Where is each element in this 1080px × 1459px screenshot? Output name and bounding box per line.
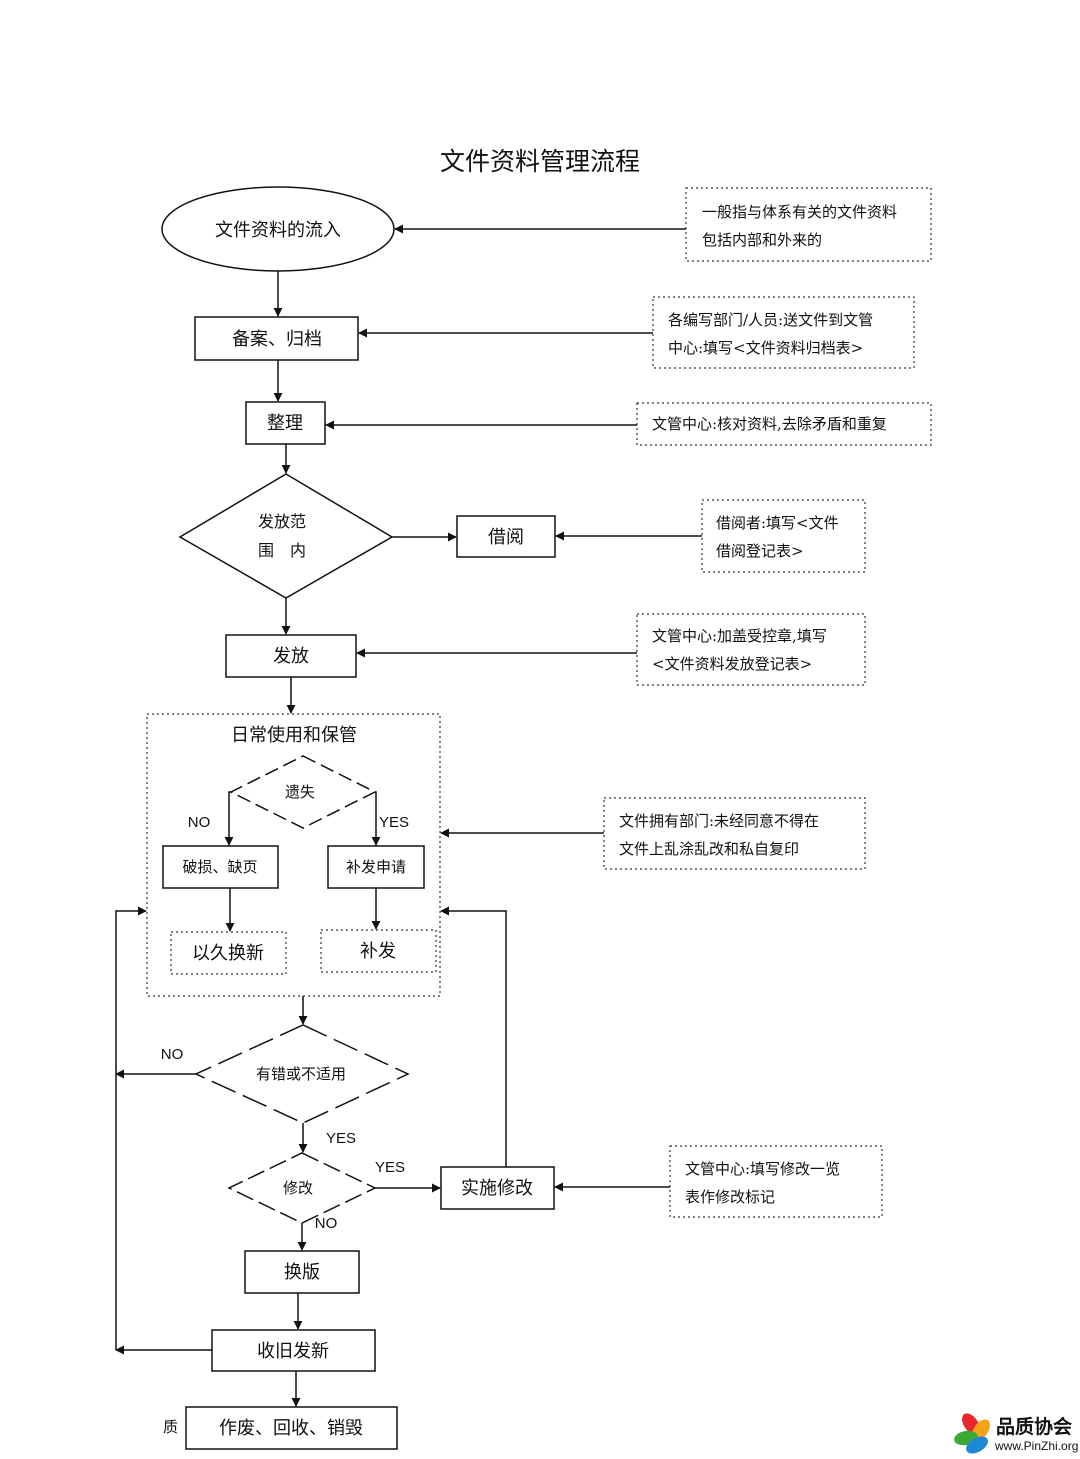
logo-url: www.PinZhi.org <box>994 1439 1078 1453</box>
note-use-line1: 文件拥有部门:未经同意不得在 <box>619 812 819 830</box>
note-archive-line1: 各编写部门/人员:送文件到文管 <box>668 311 873 329</box>
new-edition-box <box>244 1250 360 1294</box>
modify-yes-label: YES <box>375 1159 405 1176</box>
implement-modify-label: 实施修改 <box>461 1178 533 1199</box>
note-inflow-line1: 一般指与体系有关的文件资料 <box>702 203 897 221</box>
scope-diamond <box>178 473 394 599</box>
borrow-label: 借阅 <box>488 527 524 548</box>
note-inflow-line2: 包括内部和外来的 <box>702 231 822 249</box>
error-no-label: NO <box>161 1046 184 1063</box>
note-use-box <box>603 797 866 870</box>
recall-issue-box <box>211 1329 376 1372</box>
note-organize-box <box>636 402 932 446</box>
lost-no-label: NO <box>188 814 211 831</box>
lost-yes-label: YES <box>379 814 409 831</box>
error-check-label: 有错或不适用 <box>256 1065 346 1083</box>
reissue-box <box>320 929 437 973</box>
issue-label: 发放 <box>273 646 309 667</box>
note-inflow-box <box>685 187 932 262</box>
note-use-line2: 文件上乱涂乱改和私自复印 <box>619 840 799 858</box>
note-archive-box <box>652 296 915 369</box>
inflow-label: 文件资料的流入 <box>215 220 341 241</box>
lost-diamond <box>229 755 377 829</box>
logo-name: 品质协会 <box>996 1415 1072 1438</box>
replace-new-label: 以久换新 <box>192 943 264 964</box>
note-issue-line1: 文管中心:加盖受控章,填写 <box>652 627 827 645</box>
archive-label: 备案、归档 <box>232 329 322 350</box>
error-check-diamond <box>194 1024 410 1124</box>
damaged-label: 破损、缺页 <box>182 858 257 876</box>
note-borrow-box <box>701 499 866 573</box>
recall-issue-label: 收旧发新 <box>257 1341 329 1362</box>
bottom-partial-text: 质 <box>163 1418 178 1436</box>
implement-modify-box <box>440 1166 555 1210</box>
reissue-label: 补发 <box>360 941 396 962</box>
damaged-box <box>162 845 279 889</box>
note-modify-line1: 文管中心:填写修改一览 <box>685 1160 840 1178</box>
reissue-apply-box <box>327 845 425 889</box>
note-organize-text: 文管中心:核对资料,去除矛盾和重复 <box>652 415 887 433</box>
organize-box <box>245 401 326 445</box>
lost-label: 遗失 <box>285 783 315 801</box>
organize-label: 整理 <box>267 413 303 434</box>
daily-use-container <box>146 713 441 997</box>
note-modify-box <box>669 1145 883 1218</box>
note-issue-line2: <文件资料发放登记表> <box>652 655 812 673</box>
scope-label-line2: 围 内 <box>258 541 306 560</box>
reissue-apply-label: 补发申请 <box>346 858 406 876</box>
replace-new-box <box>170 931 287 975</box>
void-box <box>185 1406 398 1450</box>
new-edition-label: 换版 <box>284 1262 320 1283</box>
daily-use-label: 日常使用和保管 <box>231 725 357 746</box>
note-modify-line2: 表作修改标记 <box>685 1188 775 1206</box>
note-issue-box <box>636 613 866 686</box>
note-borrow-line1: 借阅者:填写<文件 <box>716 514 839 532</box>
borrow-box <box>456 515 556 558</box>
error-yes-label: YES <box>326 1130 356 1147</box>
archive-box <box>194 316 359 361</box>
scope-label-line1: 发放范 <box>258 512 306 531</box>
void-label: 作废、回收、销毁 <box>219 1418 363 1439</box>
note-archive-line2: 中心:填写<文件资料归档表> <box>668 339 863 357</box>
note-borrow-line2: 借阅登记表> <box>716 542 804 560</box>
logo-petal-blue <box>966 1436 988 1454</box>
modify-label: 修改 <box>283 1179 313 1197</box>
modify-no-label: NO <box>315 1215 338 1232</box>
connectors <box>115 224 702 1407</box>
pinzhi-logo: 品质协会 www.PinZhi.org <box>954 1413 1078 1454</box>
page-title: 文件资料管理流程 <box>440 147 640 176</box>
